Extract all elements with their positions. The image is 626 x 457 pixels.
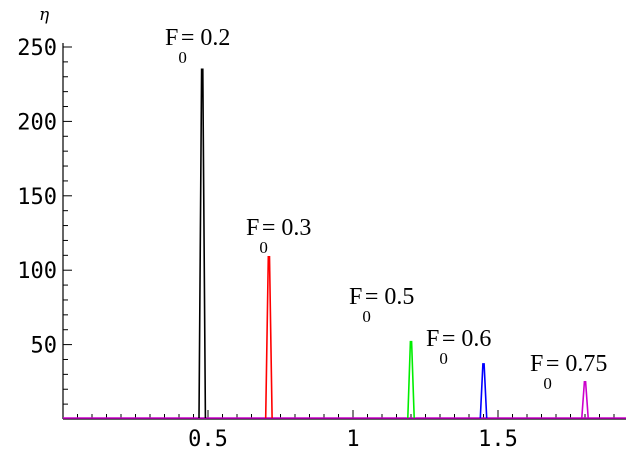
- peak-label-value: = 0.3: [262, 215, 312, 241]
- series-group: [63, 68, 626, 419]
- y-axis-title: η: [39, 5, 50, 25]
- peak-label-subscript: 0: [259, 238, 268, 257]
- x-tick-label: 1: [346, 427, 359, 452]
- peak-label-symbol: F: [165, 25, 178, 51]
- axes: 0.511.5250100150200250Q∈η: [17, 5, 626, 452]
- peak-label-value: = 0.75: [546, 351, 608, 377]
- peak-label-symbol: F: [246, 215, 259, 241]
- peak-line: [479, 363, 488, 419]
- peak-label-subscript: 0: [439, 349, 448, 368]
- x-tick-label: 1.5: [478, 427, 518, 452]
- y-tick-label: 200: [17, 110, 57, 135]
- peak-label-subscript: 0: [178, 48, 187, 67]
- peak-label: F0= 0.3: [246, 215, 311, 257]
- peak-label-symbol: F: [530, 351, 543, 377]
- peak-label: F0= 0.75: [530, 351, 607, 393]
- peak-label-value: = 0.5: [365, 284, 415, 310]
- peak-label-subscript: 0: [362, 307, 371, 326]
- peak-line: [581, 381, 589, 419]
- peak-label: F0= 0.2: [165, 25, 230, 67]
- peak-label: F0= 0.6: [426, 326, 491, 368]
- y-tick-label: 50: [31, 334, 58, 359]
- peak-label-symbol: F: [349, 284, 362, 310]
- peak-label-value: = 0.2: [181, 25, 231, 51]
- x-tick-label: 0.5: [188, 427, 228, 452]
- peak-label-value: = 0.6: [442, 326, 492, 352]
- peak-line: [264, 256, 273, 419]
- peak-line: [198, 68, 207, 419]
- y-tick-label: 150: [17, 185, 57, 210]
- y-tick-label: 250: [17, 36, 57, 61]
- peak-label: F0= 0.5: [349, 284, 414, 326]
- peak-line: [407, 340, 415, 419]
- y-tick-label: 100: [17, 259, 57, 284]
- peak-label-subscript: 0: [543, 374, 552, 393]
- peak-label-symbol: F: [426, 326, 439, 352]
- labels-group: F0= 0.2F0= 0.3F0= 0.5F0= 0.6F0= 0.75: [165, 25, 607, 393]
